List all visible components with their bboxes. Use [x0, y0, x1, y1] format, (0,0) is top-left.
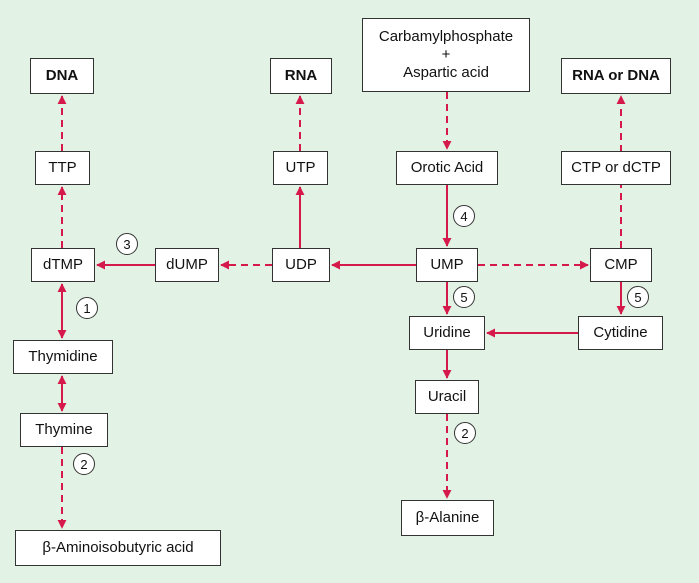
step-badge-5-left: 5 [453, 286, 475, 308]
plus-label: + [441, 46, 451, 63]
node-rna: RNA [270, 58, 332, 94]
node-dtmp: dTMP [31, 248, 95, 282]
node-cmp: CMP [590, 248, 652, 282]
node-dump: dUMP [155, 248, 219, 282]
node-carbamylphosphate-aspartic: Carbamylphosphate + Aspartic acid [362, 18, 530, 92]
node-utp: UTP [273, 151, 328, 185]
step-badge-2-right: 2 [454, 422, 476, 444]
step-badge-5-right: 5 [627, 286, 649, 308]
aspartic-acid-label: Aspartic acid [403, 64, 489, 81]
step-badge-2-left: 2 [73, 453, 95, 475]
node-beta-alanine: β-Alanine [401, 500, 494, 536]
node-beta-aminoisobutyric-acid: β-Aminoisobutyric acid [15, 530, 221, 566]
node-orotic-acid: Orotic Acid [396, 151, 498, 185]
node-udp: UDP [272, 248, 330, 282]
step-badge-1: 1 [76, 297, 98, 319]
step-badge-4: 4 [453, 205, 475, 227]
step-badge-3: 3 [116, 233, 138, 255]
node-dna: DNA [30, 58, 94, 94]
node-cytidine: Cytidine [578, 316, 663, 350]
node-ttp: TTP [35, 151, 90, 185]
carbamylphosphate-label: Carbamylphosphate [378, 28, 514, 45]
node-ctp-or-dctp: CTP or dCTP [561, 151, 671, 185]
node-thymine: Thymine [20, 413, 108, 447]
node-uracil: Uracil [415, 380, 479, 414]
node-rna-or-dna: RNA or DNA [561, 58, 671, 94]
node-ump: UMP [416, 248, 478, 282]
node-uridine: Uridine [409, 316, 485, 350]
node-thymidine: Thymidine [13, 340, 113, 374]
